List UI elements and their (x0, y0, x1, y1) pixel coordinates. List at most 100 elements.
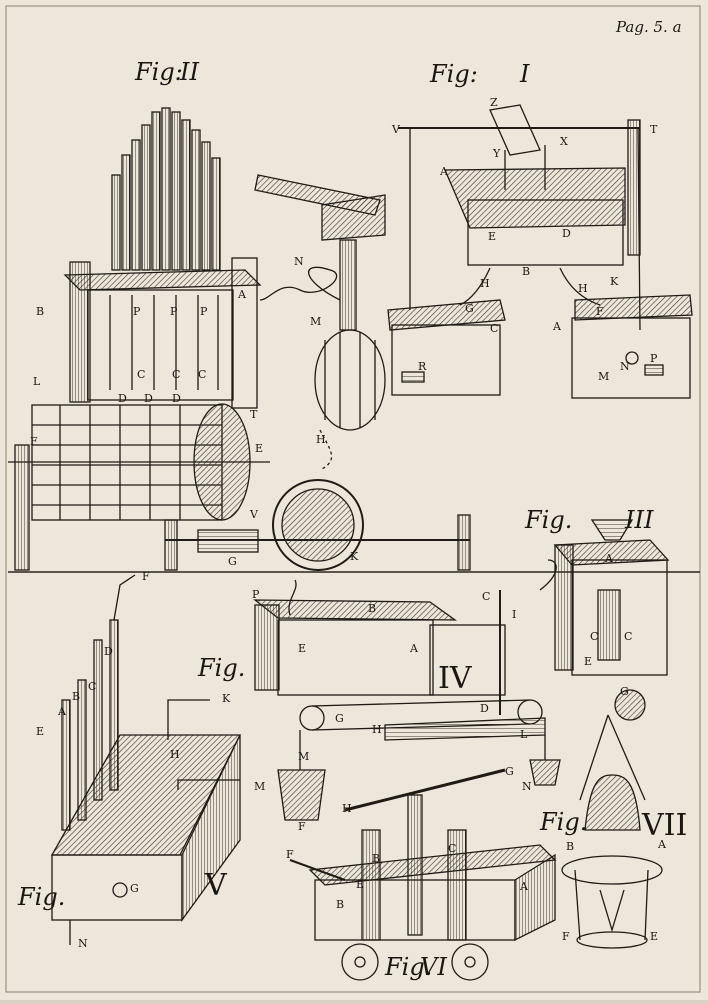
fig2-letter: P (200, 305, 208, 318)
fig4-letter: B (368, 602, 376, 615)
fig5a-caption: Fig. (197, 654, 245, 682)
fig4-letters: P B C I A E F G H D L M N (252, 588, 532, 833)
fig1-letter: D (562, 227, 571, 240)
fig1-numeral: I (519, 60, 530, 88)
fig1-letter: Z (490, 96, 498, 109)
page-label: Pag. 5. a (615, 18, 682, 36)
fig6-letter: E (356, 878, 364, 891)
fig5a-numeral: K (222, 692, 231, 705)
fig5-letter: N (78, 937, 88, 950)
fig4-letter: H (372, 723, 382, 736)
fig2-organ (8, 107, 471, 571)
fig3-letter: E (584, 655, 592, 668)
fig4-letter: L (520, 728, 528, 741)
fig2-letter: P (133, 305, 141, 318)
fig2-letter: P (170, 305, 178, 318)
fig6-numeral: VI (420, 953, 447, 981)
fig1-letter: A (439, 165, 449, 178)
fig6-letter: H (342, 802, 352, 815)
fig1-letter: B (522, 265, 530, 278)
fig1-letter: R (418, 360, 427, 373)
fig1-letter: V (391, 123, 401, 136)
fig3-letter: C (624, 630, 632, 643)
fig4-letter: C (482, 590, 490, 603)
fig5-letters: F D C B A E H M G N (36, 570, 265, 950)
fig2-letter: C (137, 368, 145, 381)
fig2-letter: C (172, 368, 180, 381)
fig6-letter: C (448, 842, 456, 855)
fig1-letter: C (490, 322, 498, 335)
fig4-numeral: IV (438, 661, 473, 696)
fig1-letter: Y (492, 147, 501, 160)
fig1-letter: X (560, 135, 568, 148)
fig3-letter: A (604, 552, 614, 565)
fig2-numeral: II (179, 58, 199, 86)
fig5-caption: Fig. (17, 883, 65, 911)
fig6-apparatus (289, 768, 557, 981)
fig5-letter: H (170, 748, 180, 761)
fig6-letter: G (505, 765, 514, 778)
fig5-apparatus (50, 574, 242, 945)
fig4-letter: E (298, 642, 306, 655)
fig7-letter: G (620, 685, 629, 698)
fig1-letter: G (465, 302, 474, 315)
fig1-letter: M (598, 370, 609, 383)
fig3-letters: A C C E (584, 552, 632, 668)
fig2-letters: B A L P P P C C C D D D F T E V G K M N … (30, 255, 359, 568)
fig1-letter: K (610, 275, 619, 288)
fig2-letter: T (250, 408, 258, 421)
fig1-letter: E (488, 230, 496, 243)
fig4-letter: A (409, 642, 419, 655)
fig2-letter: D (172, 392, 181, 405)
fig5-letter: D (104, 645, 113, 658)
fig2-letter: G (228, 555, 237, 568)
fig3-apparatus (539, 519, 670, 676)
fig4-apparatus (253, 579, 561, 821)
fig7-letter: F (562, 930, 570, 943)
fig6-letter: F (286, 848, 294, 861)
fig2-letter: A (237, 288, 247, 301)
fig4-letter: P (252, 588, 260, 601)
fig7-caption: Fig. (539, 808, 587, 836)
fig2-letter: H (316, 433, 326, 446)
fig1-letter: A (552, 320, 562, 333)
fig5-letter: A (57, 705, 67, 718)
fig2-letter: D (144, 392, 153, 405)
fig2-letter: K (350, 550, 359, 563)
fig1-letter: H (578, 282, 588, 295)
fig6-letter: A (519, 880, 529, 893)
fig5-letter: C (88, 680, 96, 693)
fig3-numeral: III (624, 506, 654, 534)
fig2-letter: F (30, 435, 38, 448)
fig1-letter: H (480, 277, 490, 290)
fig2-letter: M (310, 315, 321, 328)
fig6-letters: H G B C F B E A (286, 765, 529, 911)
fig2-letter: D (118, 392, 127, 405)
fig4-letter: G (335, 712, 344, 725)
fig7-letter: E (650, 930, 658, 943)
fig5-letter: F (142, 570, 150, 583)
fig5-letter: G (130, 882, 139, 895)
fig4-letter: F (298, 820, 306, 833)
fig2-letter: N (294, 255, 304, 268)
fig1-caption: Fig: (429, 60, 478, 88)
fig7-apparatus (561, 689, 663, 949)
fig7-numeral: VII (641, 808, 687, 843)
fig1-letter: F (596, 305, 604, 318)
fig4-letter: M (298, 750, 309, 763)
fig5-numeral: V (204, 868, 228, 903)
fig7-letters: G B A F E (562, 685, 667, 943)
fig1-letters: V T Z Y X A E D B G H H K F R M N P C A (391, 96, 658, 383)
fig5-letter: M (254, 780, 265, 793)
fig2-letter: B (36, 305, 44, 318)
fig6-letter: B (336, 898, 344, 911)
fig7-letter: B (566, 840, 574, 853)
organ-pipes (111, 107, 221, 271)
fig4-letter: D (480, 702, 489, 715)
fig5-letter: E (36, 725, 44, 738)
fig1-letter: P (650, 352, 658, 365)
fig2-letter: C (198, 368, 206, 381)
fig1-apparatus (387, 104, 693, 399)
